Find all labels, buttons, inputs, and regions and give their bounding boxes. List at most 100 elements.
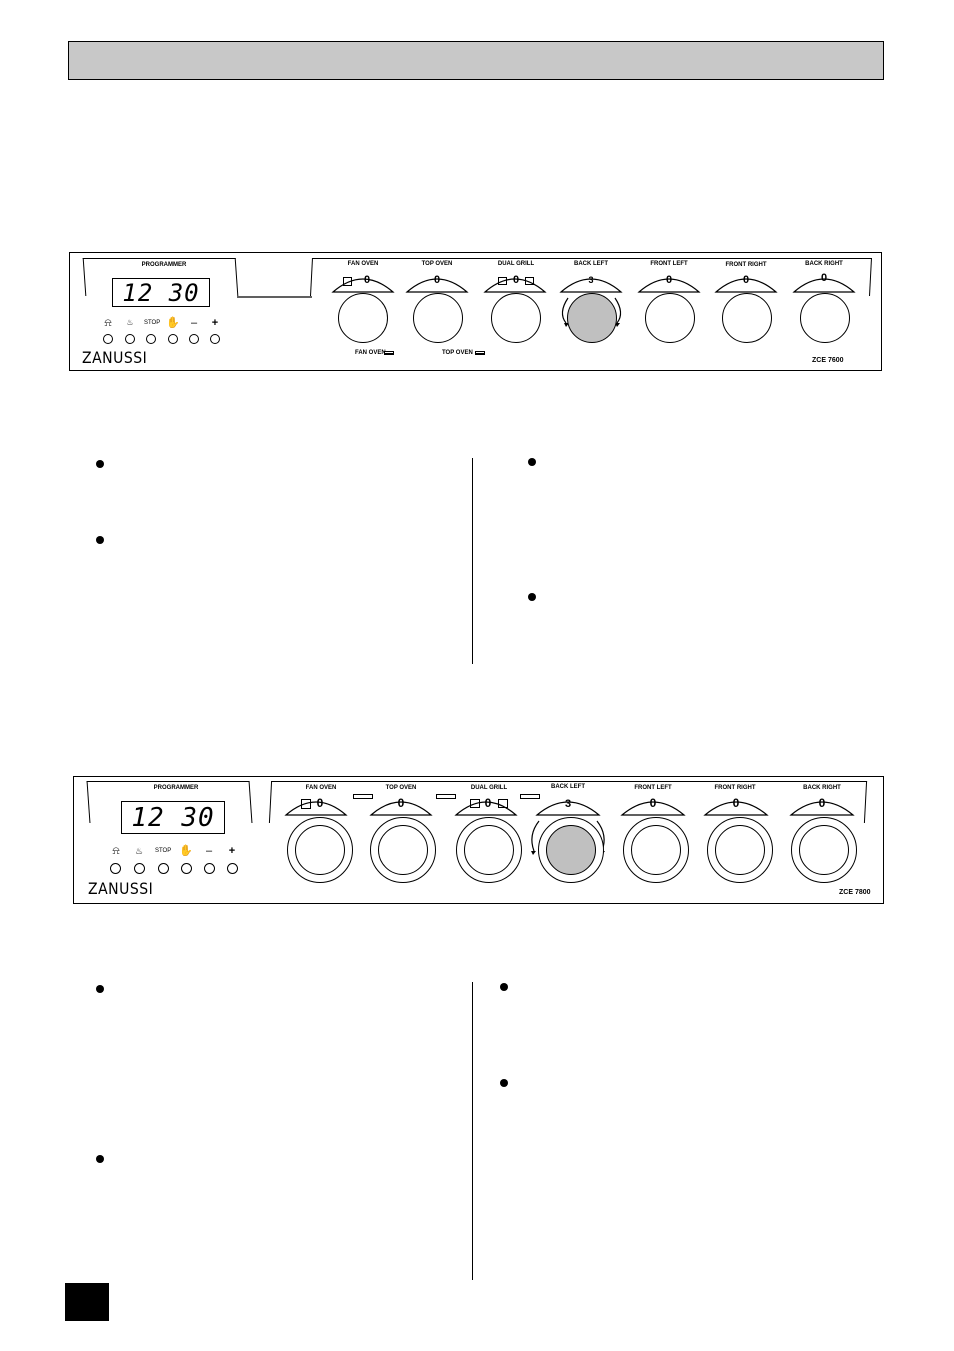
back-right-knob[interactable] <box>799 825 849 875</box>
knob-label-back-right: BACK RIGHT <box>805 261 843 267</box>
knob-mark-back-right: 0 <box>820 272 828 284</box>
grill-half-icon <box>498 277 507 285</box>
brand-logo: ZANUSSI <box>82 349 148 368</box>
plus-icon: + <box>228 845 236 857</box>
knob-mark-back-left: 3 <box>588 275 594 285</box>
knob-mark-dual-grill: 0 <box>512 274 520 286</box>
knob-label-back-right: BACK RIGHT <box>803 785 841 791</box>
knob-label-fan-oven: FAN OVEN <box>305 785 337 791</box>
column-divider <box>472 982 473 1280</box>
alarm-button[interactable] <box>110 863 121 874</box>
knob-mark-front-left: 0 <box>665 274 673 286</box>
alarm-button[interactable] <box>103 334 113 344</box>
bullet-point <box>528 458 536 466</box>
fan-oven-indicator-light <box>384 351 394 355</box>
bullet-point <box>96 460 104 468</box>
stop-time-button[interactable] <box>146 334 156 344</box>
knob-label-back-left: BACK LEFT <box>551 784 585 790</box>
bullet-point <box>96 536 104 544</box>
knob-mark-back-left: 3 <box>564 798 572 810</box>
manual-hand-icon: ✋ <box>166 317 180 329</box>
top-oven-indicator-light <box>475 351 485 355</box>
knob-label-fan-oven: FAN OVEN <box>347 261 379 267</box>
front-right-knob[interactable] <box>715 825 765 875</box>
knob-mark-front-right: 0 <box>742 274 750 286</box>
knob-mark-fan-oven: 0 <box>363 274 371 286</box>
grill-full-icon <box>498 799 508 808</box>
control-panel-zce7800: PROGRAMMER 12 30 ⍾ ♨ STOP ✋ – + ZANUSSI … <box>73 776 884 904</box>
knob-label-dual-grill: DUAL GRILL <box>470 785 508 791</box>
manual-hand-icon: ✋ <box>179 845 193 857</box>
bullet-point <box>500 983 508 991</box>
top-oven-knob[interactable] <box>378 825 428 875</box>
bullet-point <box>96 985 104 993</box>
back-right-knob[interactable] <box>800 293 850 343</box>
knob-mark-front-left: 0 <box>649 796 657 810</box>
knob-label-front-right: FRONT RIGHT <box>725 262 767 268</box>
minus-icon: – <box>205 845 213 857</box>
manual-button[interactable] <box>168 334 178 344</box>
knob-label-front-left: FRONT LEFT <box>634 785 672 791</box>
page-number-box <box>65 1283 109 1321</box>
cook-time-button[interactable] <box>134 863 145 874</box>
stop-icon: STOP <box>155 848 172 854</box>
indicator-light <box>436 794 456 799</box>
plus-button[interactable] <box>227 863 238 874</box>
plus-button[interactable] <box>210 334 220 344</box>
back-left-knob[interactable] <box>546 825 596 875</box>
minus-button[interactable] <box>204 863 215 874</box>
back-left-knob[interactable] <box>567 293 617 343</box>
knob-mark-fan-oven: 0 <box>316 796 324 810</box>
stop-time-button[interactable] <box>158 863 169 874</box>
fan-symbol-icon <box>343 277 352 286</box>
manual-button[interactable] <box>181 863 192 874</box>
bell-icon: ⍾ <box>104 317 112 329</box>
bullet-point <box>528 593 536 601</box>
dual-grill-knob[interactable] <box>491 293 541 343</box>
panel-link-line <box>237 296 312 298</box>
dial-arcs <box>284 801 855 855</box>
top-oven-knob[interactable] <box>413 293 463 343</box>
knob-mark-back-right: 0 <box>818 796 826 810</box>
model-number: ZCE 7600 <box>812 357 844 364</box>
dial-arcs <box>331 278 856 327</box>
cook-time-button[interactable] <box>125 334 135 344</box>
knob-label-back-left: BACK LEFT <box>574 261 608 267</box>
dual-grill-knob[interactable] <box>464 825 514 875</box>
knob-label-front-right: FRONT RIGHT <box>714 785 756 791</box>
indicator-light <box>353 794 373 799</box>
programmer-label: PROGRAMMER <box>141 262 187 268</box>
minus-icon: – <box>190 317 198 329</box>
programmer-label: PROGRAMMER <box>153 785 199 791</box>
fan-symbol-icon <box>301 799 311 809</box>
front-right-knob[interactable] <box>722 293 772 343</box>
clock-display: 12 30 <box>112 278 210 307</box>
fan-oven-knob[interactable] <box>338 293 388 343</box>
control-panel-zce7600: PROGRAMMER 12 30 ⍾ ♨ STOP ✋ – + ZANUSSI … <box>69 252 882 371</box>
knob-mark-front-right: 0 <box>732 796 740 810</box>
front-left-knob[interactable] <box>645 293 695 343</box>
stop-icon: STOP <box>144 320 161 326</box>
bell-icon: ⍾ <box>112 845 120 857</box>
plus-icon: + <box>211 317 219 329</box>
fan-oven-knob[interactable] <box>295 825 345 875</box>
section-header-bar <box>68 41 884 80</box>
knob-mark-dual-grill: 0 <box>484 796 492 810</box>
cook-time-icon: ♨ <box>126 318 134 327</box>
knob-label-top-oven: TOP OVEN <box>385 785 417 791</box>
brand-logo: ZANUSSI <box>88 880 154 899</box>
bullet-point <box>500 1079 508 1087</box>
minus-button[interactable] <box>189 334 199 344</box>
knob-mark-top-oven: 0 <box>397 796 405 810</box>
grill-half-icon <box>470 799 480 808</box>
indicator-light <box>520 794 540 799</box>
clock-display: 12 30 <box>121 801 225 834</box>
column-divider <box>472 458 473 664</box>
front-left-knob[interactable] <box>631 825 681 875</box>
cook-time-icon: ♨ <box>134 846 144 856</box>
model-number: ZCE 7800 <box>839 889 871 896</box>
knob-label-dual-grill: DUAL GRILL <box>497 261 535 267</box>
knob-mark-top-oven: 0 <box>433 274 441 286</box>
fan-oven-indicator-label: FAN OVEN <box>355 350 386 356</box>
bullet-point <box>96 1155 104 1163</box>
